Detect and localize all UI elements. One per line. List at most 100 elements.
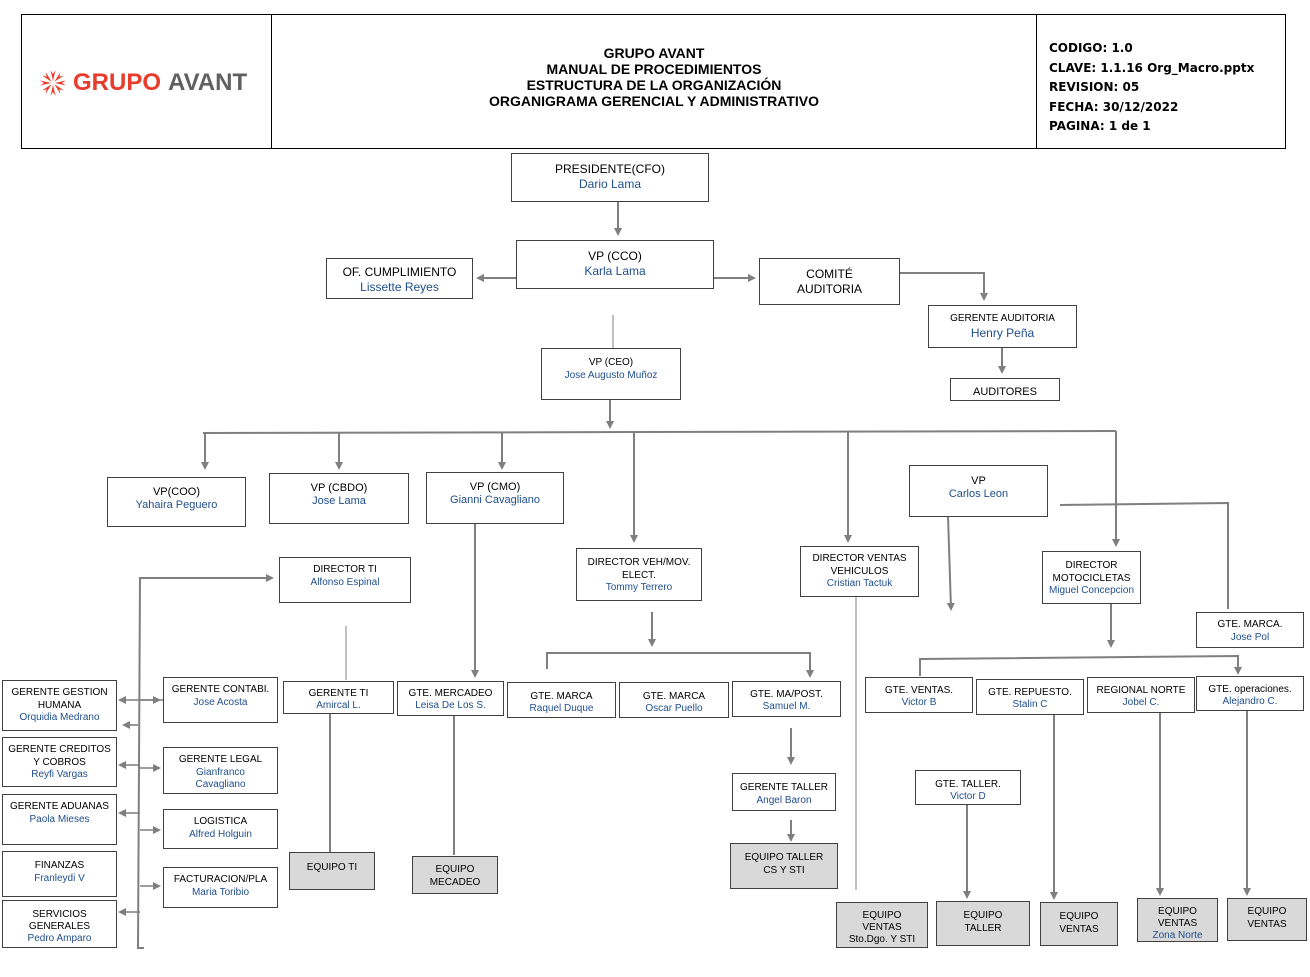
node-person: Henry Peña [970, 325, 1035, 340]
info-revision: REVISION: 05 [1049, 80, 1140, 94]
node-title: VP (CMO) [469, 481, 521, 493]
node-title-line2: ELECT. [622, 569, 656, 581]
logo-star-icon [40, 70, 66, 96]
node-equipo-taller: EQUIPO TALLER [936, 901, 1030, 946]
document-info-cell [1036, 15, 1286, 148]
node-title-line2: CS Y STI [763, 864, 805, 876]
node-title-line2: AUDITORIA [796, 282, 863, 296]
node-title: OF. CUMPLIMIENTO [342, 265, 457, 279]
node-person: Zona Norte [1152, 930, 1203, 941]
node-person: Karla Lama [584, 264, 646, 278]
title-line: GRUPO AVANT [603, 45, 705, 61]
node-title: EQUIPO [963, 910, 1003, 921]
document-title: GRUPO AVANT MANUAL DE PROCEDIMIENTOS EST… [272, 45, 1036, 109]
title-line: MANUAL DE PROCEDIMIENTOS [546, 61, 762, 77]
node-person-line2: Cavagliano [195, 779, 246, 790]
node-person: Yahaira Peguero [135, 498, 218, 511]
node-title: GTE. MARCA [530, 691, 593, 702]
node-person: Stalin C [1012, 699, 1048, 710]
node-title: VP(COO) [152, 486, 201, 498]
node-gte-ma-post: GTE. MA/POST. Samuel M. [732, 681, 841, 717]
node-facturacion: FACTURACION/PLA Maria Toribio [163, 867, 278, 908]
node-title: EQUIPO [1059, 911, 1099, 922]
node-title: GTE. MARCA. [1217, 619, 1283, 630]
node-gte-taller-victor-d: GTE. TALLER. Victor D [915, 770, 1021, 805]
node-person: Samuel M. [762, 701, 811, 712]
node-equipo-ventas-operaciones: EQUIPO VENTAS [1227, 898, 1307, 941]
node-person: Alfonso Espinal [310, 576, 380, 588]
node-person: Raquel Duque [529, 703, 594, 714]
node-vp-coo: VP(COO) Yahaira Peguero [107, 477, 246, 527]
node-person: Jose Acosta [193, 696, 248, 708]
info-pagina: PAGINA: 1 de 1 [1049, 119, 1151, 133]
node-gerente-auditoria: GERENTE AUDITORIA Henry Peña [928, 305, 1077, 348]
info-fecha: FECHA: 30/12/2022 [1049, 99, 1179, 114]
node-person: Miguel Concepcion [1048, 585, 1135, 596]
node-person: Reyfi Vargas [31, 769, 88, 780]
node-title: LOGISTICA [193, 816, 248, 827]
node-person: Victor D [950, 791, 986, 802]
node-title: FACTURACION/PLA [173, 874, 268, 885]
node-vp-cco: VP (CCO) Karla Lama [516, 240, 714, 289]
node-vp-ceo: VP (CEO) Jose Augusto Muñoz [541, 348, 681, 400]
node-title: EQUIPO TI [306, 862, 358, 873]
node-title: AUDITORES [973, 386, 1037, 398]
node-person: Leisa De Los S. [415, 700, 486, 711]
node-title: VP (CEO) [588, 357, 634, 368]
node-equipo-ti: EQUIPO TI [289, 852, 375, 890]
node-gte-operaciones: GTE. operaciones. Alejandro C. [1196, 676, 1304, 711]
node-person: Jose Pol [1230, 631, 1270, 643]
node-person: Paola Mieses [29, 813, 90, 825]
node-title-line2: TALLER [964, 922, 1002, 934]
node-title: DIRECTOR VENTAS [812, 553, 907, 564]
info-clave: CLAVE: 1.1.16 Org_Macro.pptx [1049, 60, 1255, 75]
node-title: EQUIPO TALLER [744, 852, 824, 863]
node-title-line2: MECADEO [429, 876, 481, 888]
node-title: GTE. VENTAS. [884, 685, 954, 696]
node-person: Gianfranco [196, 766, 245, 778]
node-person: Orquidia Medrano [19, 712, 100, 723]
node-title-line2: VEHICULOS [830, 565, 889, 577]
node-gerente-contabi: GERENTE CONTABI. Jose Acosta [163, 677, 278, 723]
node-person: Franleydi V [34, 872, 85, 884]
node-title-line2: VENTAS [862, 922, 902, 933]
node-title: DIRECTOR VEH/MOV. [587, 557, 691, 568]
node-equipo-ventas-sto-dgo: EQUIPO VENTAS Sto.Dgo. Y STI [836, 902, 928, 948]
node-title: DIRECTOR [1065, 560, 1118, 571]
node-equipo-taller-cs: EQUIPO TALLER CS Y STI [730, 843, 838, 889]
node-title: GTE. operaciones. [1208, 684, 1292, 695]
node-vp-cmo: VP (CMO) Gianni Cavagliano [426, 472, 564, 524]
node-person: Jobel C. [1122, 697, 1160, 708]
node-gerente-aduanas: GERENTE ADUANAS Paola Mieses [2, 794, 117, 845]
node-person: Amircal L. [316, 700, 361, 711]
node-title-line2: HUMANA [37, 699, 82, 711]
node-gerente-legal: GERENTE LEGAL Gianfranco Cavagliano [163, 747, 278, 794]
node-person: Carlos Leon [948, 487, 1009, 500]
node-title: GTE. MARCA [642, 691, 706, 702]
node-vp-carlos-leon: VP Carlos Leon [909, 465, 1048, 517]
node-gerente-gestion-humana: GERENTE GESTION HUMANA Orquidia Medrano [2, 680, 117, 731]
logo-word-avant: AVANT [168, 69, 248, 96]
node-director-motocicletas: DIRECTOR MOTOCICLETAS Miguel Concepcion [1042, 551, 1141, 604]
document-info: CODIGO: 1.0 CLAVE: 1.1.16 Org_Macro.pptx… [1049, 39, 1254, 137]
node-person: Gianni Cavagliano [450, 493, 540, 506]
node-title: EQUIPO [862, 910, 902, 921]
node-title: VP [971, 475, 986, 487]
node-equipo-ventas-zona-norte: EQUIPO VENTAS Zona Norte [1137, 898, 1218, 942]
node-equipo-ventas-repuesto: EQUIPO VENTAS [1040, 902, 1118, 946]
node-title: GTE. MERCADEO [408, 688, 493, 699]
node-director-veh: DIRECTOR VEH/MOV. ELECT. Tommy Terrero [576, 548, 702, 601]
node-title-line3: Sto.Dgo. Y STI [848, 934, 916, 945]
node-equipo-mercadeo: EQUIPO MECADEO [412, 856, 498, 894]
node-director-ventas-vehiculos: DIRECTOR VENTAS VEHICULOS Cristian Tactu… [800, 546, 919, 597]
node-person: Angel Baron [756, 794, 812, 806]
node-person: Dario Lama [578, 177, 642, 191]
node-title: GERENTE TALLER [740, 782, 828, 793]
node-gerente-creditos: GERENTE CREDITOS Y COBROS Reyfi Vargas [2, 737, 117, 787]
node-title-line2: GENERALES [28, 921, 91, 932]
node-person: Tommy Terrero [605, 582, 673, 593]
node-gte-mercadeo: GTE. MERCADEO Leisa De Los S. [397, 681, 504, 716]
node-gte-marca-oscar: GTE. MARCA Oscar Puello [619, 682, 729, 718]
node-title: VP (CCO) [588, 249, 642, 263]
node-comite-auditoria: COMITÉ AUDITORIA [759, 258, 900, 305]
